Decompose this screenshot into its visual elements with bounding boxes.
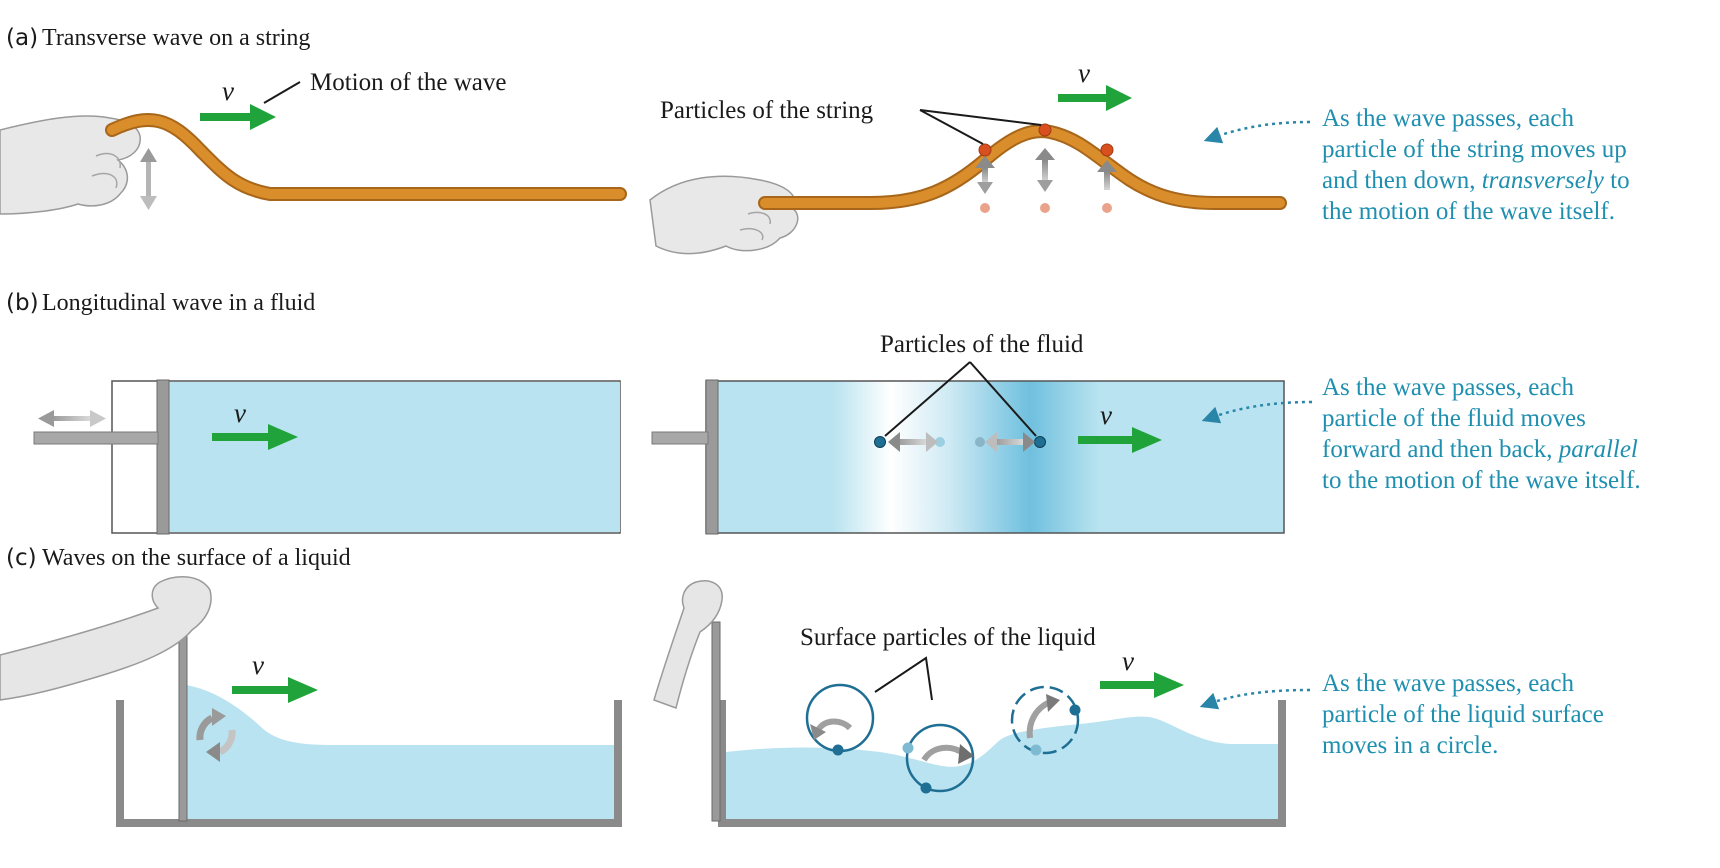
piston-rod-left bbox=[33, 431, 159, 445]
particles-leader-line bbox=[919, 109, 984, 145]
caption-a-line: the motion of the wave itself. bbox=[1322, 198, 1615, 225]
panel-b-label: (b) bbox=[6, 290, 39, 316]
string-particle-ghost bbox=[980, 203, 990, 213]
caption-b-line: to the motion of the wave itself. bbox=[1322, 467, 1641, 494]
liquid-left bbox=[186, 685, 614, 819]
velocity-arrow-a1 bbox=[200, 104, 276, 130]
velocity-arrow-c1 bbox=[232, 677, 318, 703]
caption-b-line: particle of the fluid moves bbox=[1322, 405, 1586, 432]
velocity-symbol-a2: v bbox=[1078, 58, 1090, 88]
velocity-symbol-c2: v bbox=[1122, 646, 1134, 676]
particles-leader-line bbox=[919, 109, 1042, 126]
piston-right bbox=[705, 379, 719, 535]
velocity-symbol-b2: v bbox=[1100, 400, 1112, 430]
motion-leader-line bbox=[263, 81, 301, 104]
rotation-arrow-left bbox=[196, 708, 236, 762]
cylinder-right bbox=[705, 380, 1285, 534]
caption-c-line: particle of the liquid surface bbox=[1322, 701, 1604, 728]
fluid-leader-line bbox=[969, 361, 1037, 437]
fluid-particle-ghost bbox=[935, 437, 945, 447]
surface-leader-line bbox=[874, 656, 933, 701]
motion-of-wave-label: Motion of the wave bbox=[310, 69, 506, 96]
string-left bbox=[105, 112, 627, 201]
piston-motion-arrow bbox=[38, 410, 106, 427]
panel-c-title: Waves on the surface of a liquid bbox=[42, 545, 351, 571]
fluid-particle bbox=[1034, 436, 1046, 448]
caption-pointer-c bbox=[1199, 688, 1311, 710]
surface-particle-ghost bbox=[1030, 744, 1042, 756]
caption-c: As the wave passes, each particle of the… bbox=[1322, 668, 1604, 761]
caption-a-line: As the wave passes, each bbox=[1322, 105, 1574, 132]
string-particle-ghost bbox=[1102, 203, 1112, 213]
velocity-arrow-b1 bbox=[212, 424, 298, 450]
particle-motion-arrows-a bbox=[975, 148, 1117, 194]
string-particle bbox=[1100, 143, 1114, 157]
hand-right-c bbox=[653, 580, 723, 709]
caption-b: As the wave passes, each particle of the… bbox=[1322, 372, 1641, 496]
fluid-leader-line bbox=[884, 361, 971, 437]
panel-b: (b) Longitudinal wave in a fluid v bbox=[6, 290, 1313, 535]
surface-particle bbox=[1069, 704, 1081, 716]
panel-b-title: Longitudinal wave in a fluid bbox=[42, 290, 315, 316]
velocity-arrow-c2 bbox=[1100, 672, 1184, 698]
caption-b-line: As the wave passes, each bbox=[1322, 374, 1574, 401]
caption-a-line: particle of the string moves up bbox=[1322, 136, 1627, 163]
velocity-arrow-a2 bbox=[1058, 85, 1132, 111]
panel-c-label: (c) bbox=[6, 545, 37, 571]
tank-right bbox=[718, 700, 1286, 827]
string-particle bbox=[1038, 123, 1052, 137]
tank-left bbox=[116, 700, 622, 827]
fluid-particle bbox=[874, 436, 886, 448]
hand-left-c bbox=[0, 576, 212, 701]
caption-c-line: As the wave passes, each bbox=[1322, 670, 1574, 697]
surface-particle bbox=[920, 782, 932, 794]
fluid-particles-label: Particles of the fluid bbox=[880, 331, 1084, 358]
surface-particle bbox=[832, 744, 844, 756]
velocity-symbol-c1: v bbox=[252, 650, 264, 680]
velocity-arrow-b2 bbox=[1078, 427, 1162, 453]
hand-motion-arrow bbox=[140, 148, 157, 210]
panel-c: (c) Waves on the surface of a liquid v bbox=[0, 545, 1311, 827]
panel-a-label: (a) bbox=[6, 25, 38, 51]
liquid-right bbox=[726, 716, 1278, 819]
panel-a-title: Transverse wave on a string bbox=[42, 25, 310, 51]
paddle-left bbox=[178, 634, 188, 822]
caption-b-text: forward and then back, bbox=[1322, 436, 1559, 463]
particle-orbit bbox=[905, 723, 975, 793]
caption-a-emphasis: transversely bbox=[1481, 167, 1604, 194]
surface-particle-ghost bbox=[902, 742, 914, 754]
caption-b-line: forward and then back, parallel bbox=[1322, 434, 1641, 465]
hand-left-a bbox=[0, 115, 141, 215]
string-particle bbox=[978, 143, 992, 157]
surface-particles-label: Surface particles of the liquid bbox=[800, 624, 1096, 651]
caption-pointer-a bbox=[1203, 120, 1311, 144]
caption-a-text: and then down, bbox=[1322, 167, 1482, 194]
caption-pointer-b bbox=[1201, 400, 1313, 424]
string-right bbox=[758, 124, 1287, 210]
fluid-particle-ghost bbox=[975, 437, 985, 447]
string-particles-label: Particles of the string bbox=[660, 97, 874, 124]
caption-a: As the wave passes, each particle of the… bbox=[1322, 103, 1630, 227]
particle-orbit bbox=[1010, 685, 1080, 755]
piston-left bbox=[156, 379, 170, 535]
paddle-right bbox=[711, 621, 721, 822]
piston-rod-right bbox=[651, 431, 709, 445]
caption-c-line: moves in a circle. bbox=[1322, 732, 1499, 759]
caption-b-emphasis: parallel bbox=[1558, 436, 1638, 463]
hand-right-a bbox=[649, 175, 799, 255]
velocity-symbol-b1: v bbox=[234, 398, 246, 428]
caption-a-line: and then down, transversely to bbox=[1322, 165, 1630, 196]
fluid-left bbox=[166, 382, 620, 532]
particle-orbit bbox=[805, 683, 875, 753]
caption-a-text: to bbox=[1603, 167, 1630, 194]
particle-motion-arrows-b bbox=[888, 432, 1035, 452]
velocity-symbol-a1: v bbox=[222, 76, 234, 106]
panel-a: (a) Transverse wave on a string v Motion… bbox=[0, 25, 1311, 255]
string-particle-ghost bbox=[1040, 203, 1050, 213]
